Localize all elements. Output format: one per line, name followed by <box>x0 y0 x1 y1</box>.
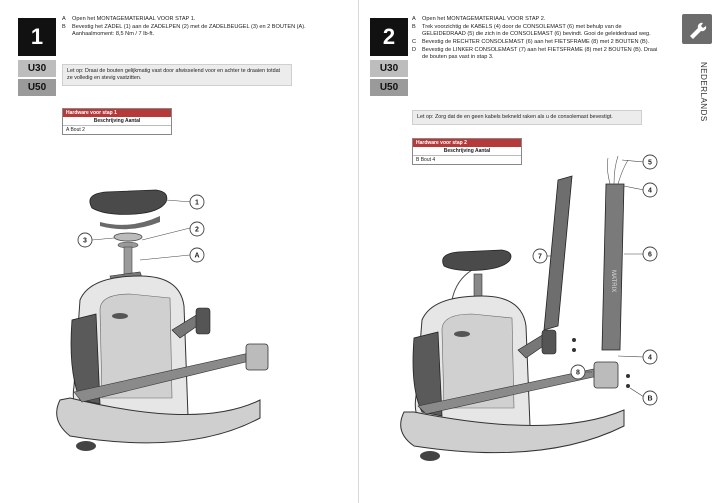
callout-1 <box>189 194 205 210</box>
callout-4-bottom <box>642 349 658 365</box>
hardware-row: A Bout 2 <box>66 127 85 133</box>
callout-label: 7 <box>538 254 542 261</box>
model-u30: U30 <box>18 60 56 77</box>
model-labels-2: U30 U50 <box>370 60 408 98</box>
hardware-header: Hardware voor stap 1 <box>63 109 171 117</box>
hardware-columns: Beschrijving Aantal <box>413 147 521 156</box>
step-number-2: 2 <box>370 18 408 56</box>
callout-7 <box>532 248 548 264</box>
callout-2 <box>189 221 205 237</box>
callout-label: 6 <box>648 252 652 259</box>
callout-3 <box>77 232 93 248</box>
callout-label: 8 <box>576 370 580 377</box>
model-u50: U50 <box>18 79 56 96</box>
language-tab <box>682 14 712 44</box>
page-divider <box>358 0 359 503</box>
callout-a <box>189 247 205 263</box>
hardware-row: B Bout 4 <box>416 157 436 163</box>
model-u50: U50 <box>370 79 408 96</box>
callout-6 <box>642 246 658 262</box>
callout-label: B <box>647 396 652 403</box>
callout-5 <box>642 154 658 170</box>
step-2-tip: Let op: Zorg dat de en geen kabels bekne… <box>412 110 642 125</box>
step-number-1: 1 <box>18 18 56 56</box>
callout-label: A <box>194 253 199 260</box>
model-u30: U30 <box>370 60 408 77</box>
callout-label: 4 <box>648 188 652 195</box>
svg-text:MATRIX: MATRIX <box>610 270 616 292</box>
step-1-tip: Let op: Draai de bouten gelijkmatig vast… <box>62 64 292 86</box>
callout-label: 5 <box>648 160 652 167</box>
step-2-illustration: MATRIX 5 4 6 7 <box>400 154 658 461</box>
callout-label: 4 <box>648 355 652 362</box>
hardware-box-1: Hardware voor stap 1 Beschrijving Aantal… <box>62 108 172 135</box>
step-1-illustration: 1 2 3 A <box>56 189 269 451</box>
model-labels-1: U30 U50 <box>18 60 56 98</box>
callout-8 <box>570 364 586 380</box>
hardware-columns: Beschrijving Aantal <box>63 117 171 126</box>
callout-b <box>642 390 658 406</box>
callout-label: 2 <box>195 227 199 234</box>
language-label: NEDERLANDS <box>699 62 708 122</box>
callout-label: 1 <box>195 200 199 207</box>
hardware-header: Hardware voor stap 2 <box>413 139 521 147</box>
callout-4-top <box>642 182 658 198</box>
hardware-box-2: Hardware voor stap 2 Beschrijving Aantal… <box>412 138 522 165</box>
wrench-icon <box>690 22 707 39</box>
callout-label: 3 <box>83 238 87 245</box>
